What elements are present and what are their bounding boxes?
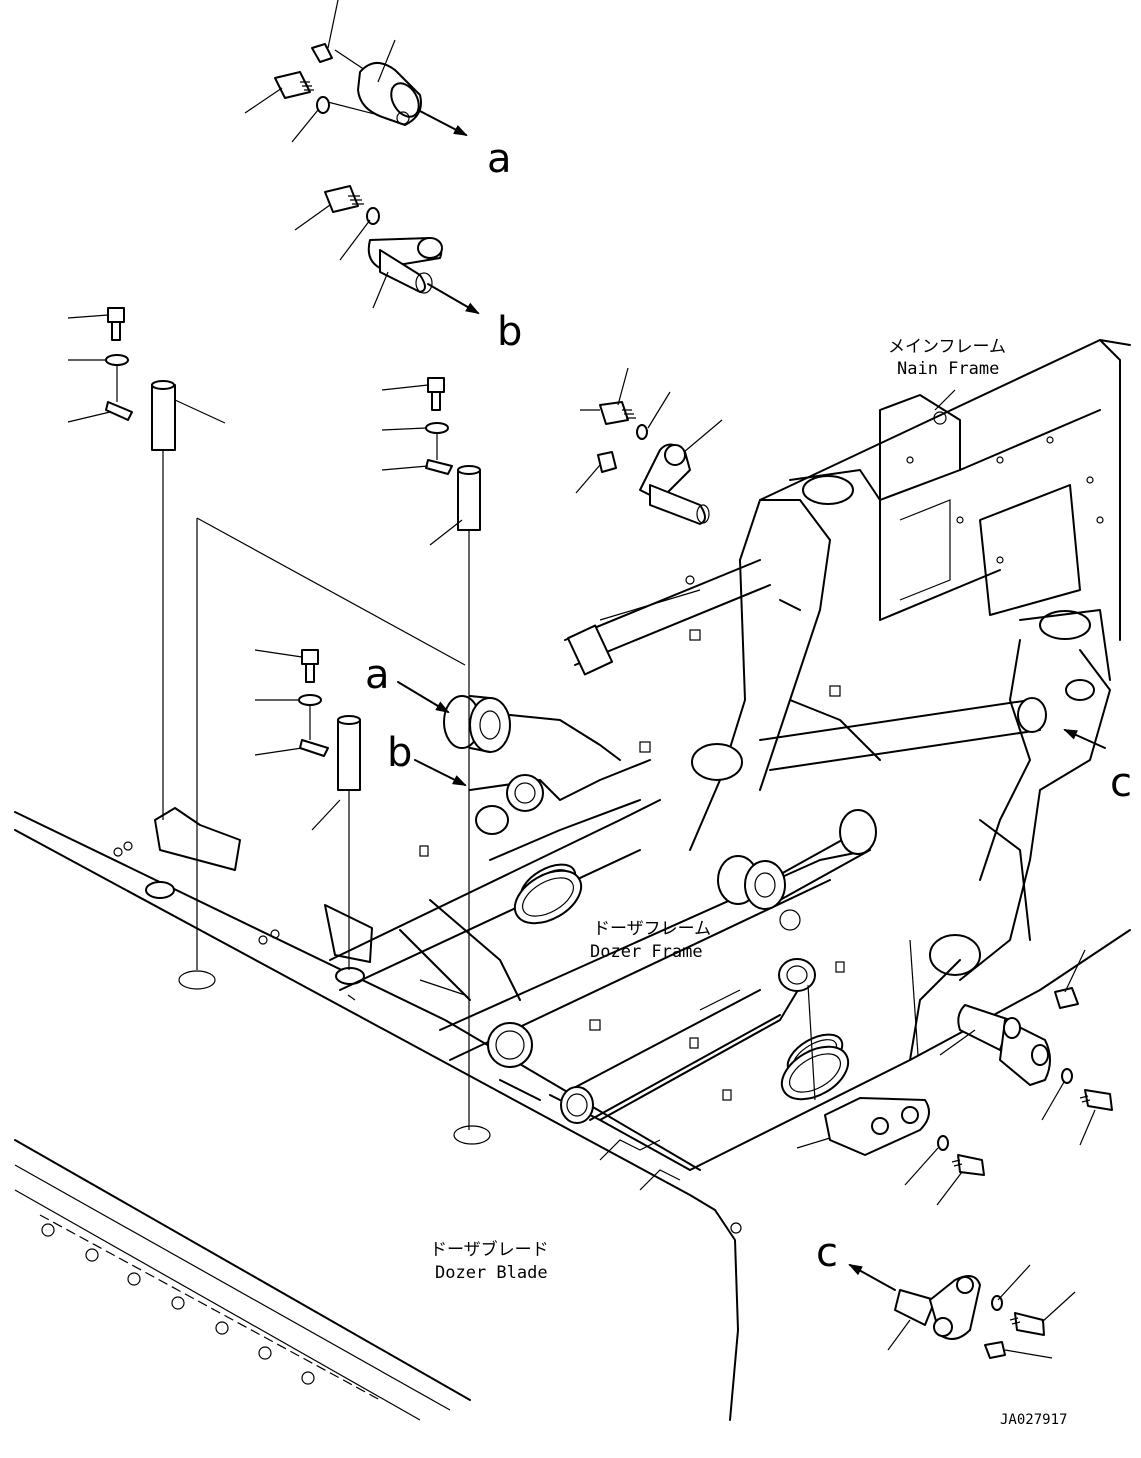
washer-on-blade [178, 970, 216, 990]
arrow-c-frame [1063, 729, 1106, 749]
dozer-blade [14, 811, 742, 1421]
frame-oval-hole [522, 877, 574, 917]
frame-oval-hole [513, 869, 583, 925]
dozer-blade-label-en: Dozer Blade [435, 1263, 548, 1283]
main-frame [759, 339, 1131, 681]
callout-b-top: b [497, 309, 522, 355]
dozer-frame-label-en: Dozer Frame [590, 942, 703, 962]
frame-oval-hole [780, 1045, 850, 1101]
vertical-pin-left [105, 307, 176, 820]
assembly-guide-lines [196, 517, 919, 1101]
trunnion-collar-a [443, 695, 621, 761]
frame-hole [691, 743, 743, 781]
cylinder-lower [560, 989, 781, 1124]
main-frame-label-en: Nain Frame [897, 359, 999, 379]
arrow-a-top [417, 109, 468, 136]
pin-assembly-lower-right [957, 987, 1113, 1111]
pin-assembly-upper-middle [597, 401, 710, 525]
cross-beam [717, 697, 1047, 992]
callout-a-frame: a [365, 652, 390, 698]
pin-assembly-a [274, 43, 422, 126]
callout-b-frame: b [387, 730, 412, 776]
frame-bolts [419, 629, 845, 1101]
frame-upright-right [929, 639, 1111, 981]
vertical-pin-right [425, 377, 481, 1130]
pin-assembly-lower-middle [824, 1097, 985, 1176]
callout-a-top: a [487, 136, 512, 182]
cylinder-upper [564, 559, 771, 676]
callout-c-bottom: c [816, 1230, 838, 1276]
arrow-b-top [427, 283, 480, 315]
drawing-number: JA027917 [1000, 1412, 1067, 1428]
dozer-blade-label-jp: ドーザブレード [430, 1239, 549, 1260]
arrow-b-frame [414, 759, 467, 786]
frame-upright [689, 499, 881, 851]
dozer-frame-arm-left [399, 759, 651, 1068]
frame-oval-hole [789, 1053, 841, 1093]
direction-arrows [397, 109, 1106, 1291]
main-frame-label-jp: メインフレーム [888, 337, 1006, 357]
arrow-a-frame [397, 681, 450, 714]
washer-on-blade [453, 1125, 491, 1145]
callout-c-frame: c [1110, 760, 1132, 806]
leader-lines [67, 0, 1096, 1359]
vertical-pin-middle [298, 649, 361, 970]
dozer-frame-label-jp: ドーザフレーム [593, 919, 711, 939]
blade-bracket-left [113, 807, 241, 899]
arrow-c-bottom [848, 1264, 896, 1291]
pin-assembly-b [324, 185, 443, 294]
pin-assembly-c [894, 1275, 1045, 1359]
